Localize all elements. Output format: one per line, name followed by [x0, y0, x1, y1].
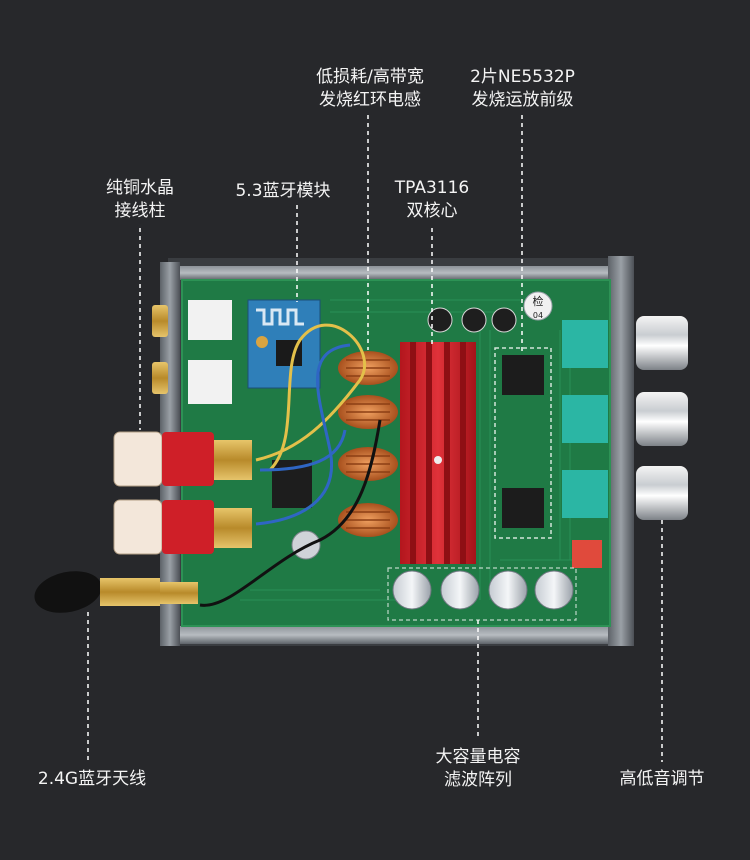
tone-control-label: 高低音调节	[619, 769, 705, 789]
svg-text:04: 04	[533, 311, 543, 320]
capacitors-label: 大容量电容滤波阵列	[435, 747, 521, 790]
inductor-label: 低损耗/高带宽发烧红环电感	[316, 67, 424, 110]
antenna-label: 2.4G蓝牙天线	[37, 769, 147, 789]
antenna-connector	[100, 578, 160, 606]
inspection-sticker	[523, 291, 553, 321]
antenna-cap	[34, 571, 102, 613]
tone-knobs	[636, 316, 688, 520]
power-switch	[572, 540, 602, 568]
potentiometers	[562, 320, 608, 518]
callout-lines	[87, 115, 663, 762]
rca-socket-1	[188, 300, 232, 340]
rca-socket-2	[188, 360, 232, 404]
binding-post-2	[113, 499, 163, 555]
front-panel	[608, 256, 634, 646]
enclosure-rail-bottom	[180, 626, 620, 644]
enclosure-rail-top	[180, 266, 610, 280]
binding-post-2-red	[162, 500, 214, 554]
rca-jack-2	[152, 362, 168, 394]
red-heatsink	[400, 342, 476, 564]
inductor-coils	[338, 351, 398, 537]
bluetooth-module-label: 5.3蓝牙模块	[235, 181, 331, 201]
svg-text:检: 检	[533, 294, 544, 308]
ne5532-chip-1	[502, 355, 544, 395]
ne5532-chip-2	[502, 488, 544, 528]
capacitor-array	[392, 570, 574, 610]
binding-post-1	[113, 431, 163, 487]
binding-post-1-red	[162, 432, 214, 486]
terminals-label: 纯铜水晶接线柱	[106, 178, 174, 221]
rca-jack-1	[152, 305, 168, 337]
